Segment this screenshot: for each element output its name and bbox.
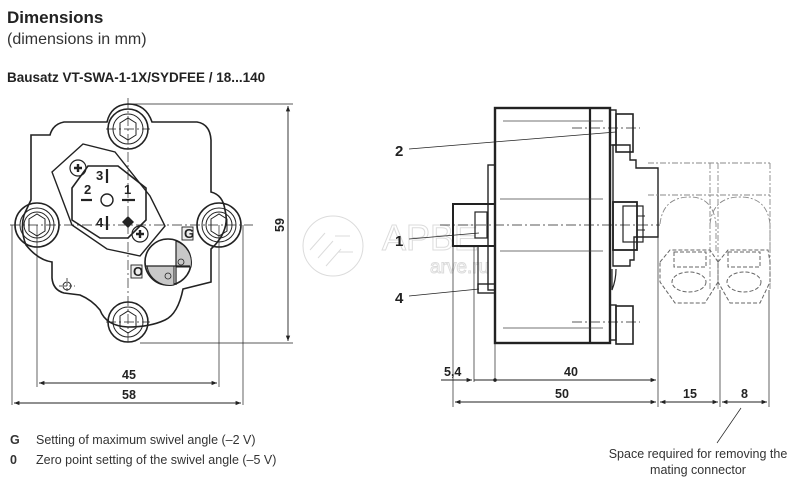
legend-key: 0 xyxy=(10,453,17,467)
pin-label-2: 2 xyxy=(84,182,91,197)
dim-label-clearance: 8 xyxy=(741,387,748,401)
label-box-g xyxy=(181,226,194,241)
legend-key: G xyxy=(10,433,20,447)
callout-leader-2 xyxy=(408,131,617,150)
watermark-logo-icon xyxy=(302,215,364,277)
watermark-url: arve.ru xyxy=(430,257,489,278)
legend-item-0: 0 Zero point setting of the swivel angle … xyxy=(10,453,276,467)
callout-2: 2 xyxy=(395,143,403,160)
pin-label-1: 1 xyxy=(124,182,131,197)
label-box-o xyxy=(130,264,143,279)
hex-bolt-icon xyxy=(28,213,46,237)
bolt-head-top xyxy=(615,113,634,153)
callout-1: 1 xyxy=(395,233,403,250)
dim-label-inner-width: 45 xyxy=(122,368,136,382)
cable-glands xyxy=(659,249,771,304)
adjust-o-sector xyxy=(146,265,175,286)
clearance-note: Space required for removing the mating c… xyxy=(608,447,788,477)
screw-icon xyxy=(131,225,149,243)
trim-screw-g-icon xyxy=(177,258,185,266)
page-subtitle: (dimensions in mm) xyxy=(7,31,147,48)
legend-text: Zero point setting of the swivel angle (… xyxy=(36,453,277,467)
connector-plug-face xyxy=(71,165,147,239)
center-pin-icon xyxy=(100,193,114,207)
dimension-extensions xyxy=(11,103,293,405)
front-view xyxy=(10,98,293,406)
dim-label-height: 59 xyxy=(273,218,287,232)
hex-bolt-icon xyxy=(210,213,228,237)
kit-designation: Bausatz VT-SWA-1-1X/SYDFEE / 18...140 xyxy=(7,70,266,85)
connector-socket xyxy=(612,201,638,251)
side-view xyxy=(408,106,771,444)
flange-outline xyxy=(21,103,228,328)
callout-4: 4 xyxy=(395,290,404,307)
seal-4 xyxy=(477,283,496,294)
trim-screw-o-icon xyxy=(164,272,172,280)
dim-label-body: 40 xyxy=(564,365,578,379)
legend-text: Setting of maximum swivel angle (–2 V) xyxy=(36,433,256,447)
adjust-g-sector xyxy=(175,240,192,268)
screw-icon xyxy=(69,159,87,177)
adjust-label-g: G xyxy=(184,226,194,241)
pin-label-4: 4 xyxy=(96,215,104,230)
page-title: Dimensions xyxy=(7,8,104,27)
dim-label-offset: 5,4 xyxy=(444,365,461,379)
bolt-head-bottom xyxy=(615,305,634,345)
dim-label-connector: 15 xyxy=(683,387,697,401)
callout-leader-1 xyxy=(408,232,480,240)
legend-item-g: G Setting of maximum swivel angle (–2 V) xyxy=(10,433,256,447)
pin-label-3: 3 xyxy=(96,168,103,183)
dim-label-total: 50 xyxy=(555,387,569,401)
center-lines xyxy=(10,98,253,345)
adjust-label-o: O xyxy=(133,264,143,279)
connector-housing xyxy=(51,143,166,257)
callout-leader-4 xyxy=(408,288,480,297)
dim-label-outer-width: 58 xyxy=(122,388,136,402)
mating-connector-phantom xyxy=(648,162,771,290)
watermark: АРВЕ arve.ru xyxy=(302,215,490,279)
valve-body xyxy=(493,106,612,345)
note-leader xyxy=(716,407,742,444)
